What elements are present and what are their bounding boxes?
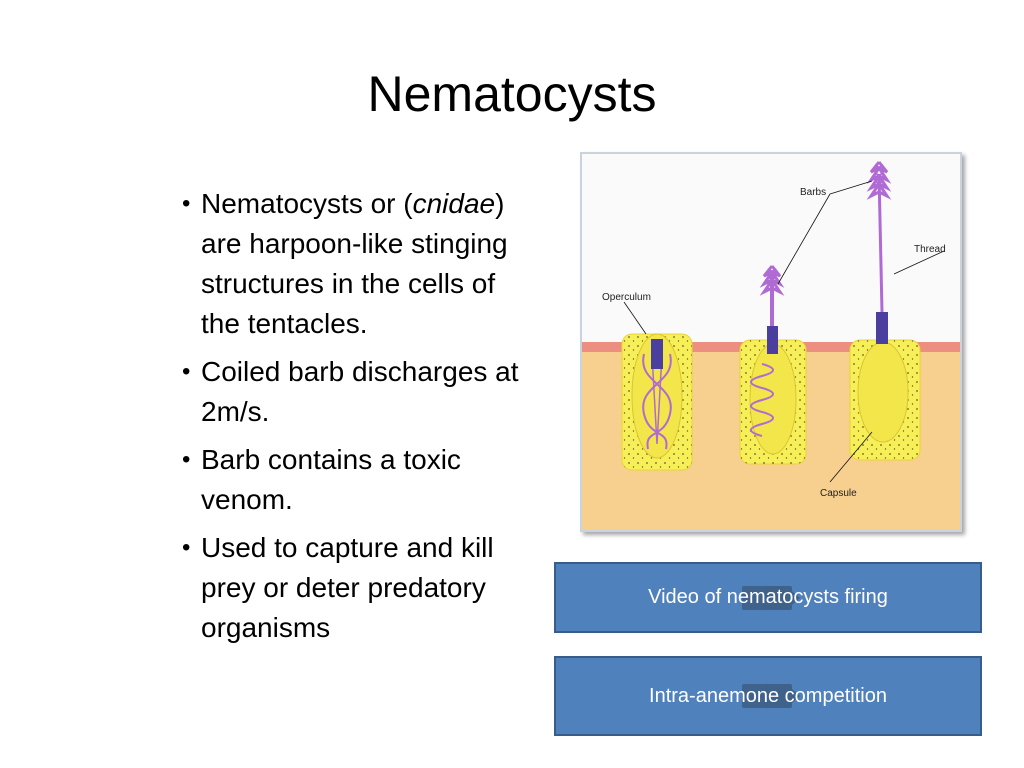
cnidocyte-discharged (849, 161, 921, 461)
bullet-item: Nematocysts or (cnidae) are harpoon-like… (182, 184, 532, 344)
bullet-item: Coiled barb discharges at 2m/s. (182, 352, 532, 432)
nematocyst-illustration: Barbs Thread Operculum Capsule (582, 161, 960, 530)
button-label: Video of nematocysts firing (648, 586, 888, 608)
label-barbs: Barbs (800, 187, 826, 198)
video-nematocysts-firing-button[interactable]: Video of nematocysts firing (554, 562, 982, 633)
bullet-text: Coiled barb discharges at 2m/s. (201, 356, 519, 427)
video-camera-icon (742, 585, 792, 610)
bullet-list: Nematocysts or (cnidae) are harpoon-like… (182, 184, 532, 656)
button-label: Intra-anemone competition (649, 685, 887, 707)
label-thread: Thread (914, 244, 946, 255)
bullet-text: ) are harpoon-like stinging structures i… (201, 188, 508, 339)
label-operculum: Operculum (602, 292, 651, 303)
label-leaders (623, 180, 945, 483)
cnidocyte-discharging (739, 265, 807, 465)
intra-anemone-competition-button[interactable]: Intra-anemone competition (554, 656, 982, 736)
video-camera-icon (742, 684, 792, 708)
bullet-text: Nematocysts or ( (201, 188, 413, 219)
bullet-item: Barb contains a toxic venom. (182, 440, 532, 520)
bullet-text: Used to capture and kill prey or deter p… (201, 532, 494, 643)
cnidocyte-undischarged (621, 333, 693, 471)
bullet-italic-term: cnidae (412, 188, 496, 219)
label-capsule: Capsule (820, 488, 857, 499)
slide-title: Nematocysts (367, 66, 657, 122)
bullet-item: Used to capture and kill prey or deter p… (182, 528, 532, 648)
bullet-text: Barb contains a toxic venom. (201, 444, 461, 515)
nematocyst-diagram: Barbs Thread Operculum Capsule (580, 152, 962, 532)
